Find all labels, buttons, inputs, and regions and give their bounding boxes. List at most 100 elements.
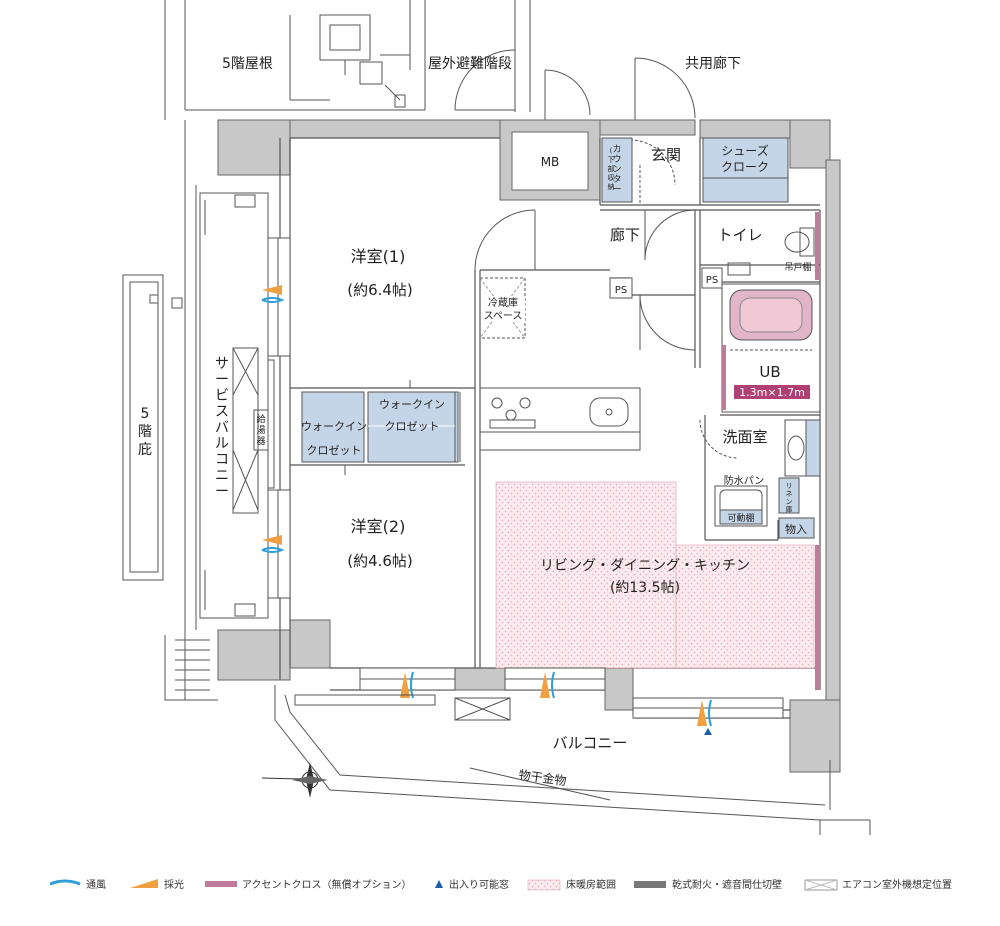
- counter-char-1: ウ: [612, 154, 621, 165]
- service-balcony-char-7: ニ: [215, 468, 229, 484]
- wic-b-line2: クロゼット: [385, 420, 440, 433]
- outside-top: [164, 0, 696, 120]
- wic-a-line2: クロゼット: [307, 444, 362, 457]
- service-balcony-char-1: ー: [215, 372, 229, 388]
- legend-accent-label: アクセントクロス（無償オプション）: [242, 878, 412, 891]
- storage-label: 物入: [785, 522, 807, 536]
- legend-daylight-icon: [130, 879, 158, 888]
- daylight-wedge-icon: [540, 672, 550, 698]
- balcony-label: バルコニー: [553, 734, 628, 752]
- bottom-windows: [359, 667, 784, 719]
- service-balcony-char-8: ー: [215, 484, 229, 500]
- unit-bath: [721, 283, 821, 413]
- counter-note-char-0: (: [610, 147, 613, 155]
- counter-note-char-1: 下: [608, 156, 615, 164]
- legend-doorway-window-icon: [435, 880, 443, 888]
- linen-char-3: 庫: [786, 505, 793, 514]
- shoes-cloak-line2: クローク: [721, 160, 769, 174]
- fridge-line2: スペース: [484, 311, 523, 322]
- door-swings: [344, 139, 739, 475]
- counter-note-char-4: 納: [608, 182, 615, 191]
- linen-char-2: ン: [786, 498, 793, 506]
- left-windows: [267, 237, 291, 599]
- drying-hardware-label: 物干金物: [518, 767, 568, 789]
- daylight-ventilation-markers: [261, 285, 712, 735]
- water-heater-char-0: 給: [256, 413, 265, 425]
- eave-5f-char-0: 5: [141, 406, 150, 422]
- counter-char-0: カ: [612, 144, 621, 155]
- western-room-2-size: (約4.6帖): [347, 552, 413, 570]
- ldk-size: (約13.5帖): [610, 580, 680, 596]
- legend-accent-icon: [205, 881, 237, 887]
- counter: [601, 137, 633, 203]
- service-balcony-char-0: サ: [215, 356, 229, 372]
- eave-5f: [122, 274, 164, 581]
- water-heater-char-2: 器: [256, 436, 265, 447]
- north-arrow-icon: [261, 762, 328, 798]
- daylight-wedge-icon: [400, 672, 410, 698]
- counter-char-3: タ: [612, 174, 621, 185]
- ldk-name: リビング・ダイニング・キッチン: [540, 558, 750, 574]
- shoes-cloak: [702, 137, 789, 203]
- water-heater-char-1: 湯: [256, 425, 265, 436]
- legend-floor-heating-icon: [527, 879, 561, 891]
- eave-5f-char-2: 庇: [138, 442, 152, 458]
- ps-bath-label: PS: [706, 275, 718, 286]
- fridge-space: [479, 277, 526, 339]
- western-room-1-name: 洋室(1): [351, 247, 406, 266]
- balcony-outline: [274, 685, 871, 835]
- counter-char-4: ー: [612, 185, 621, 195]
- western-room-2-name: 洋室(2): [351, 517, 406, 536]
- movable-shelf-label: 可動棚: [727, 512, 754, 524]
- legend-floor-heating-label: 床暖房範囲: [566, 878, 616, 891]
- wic-a-line1: ウォークイン: [301, 420, 367, 433]
- walk-in-closets: [301, 391, 461, 463]
- ps-box-kitchen: [609, 277, 633, 299]
- counter-note-char-2: 部: [608, 164, 615, 173]
- service-balcony-char-2: ビ: [215, 388, 229, 404]
- entrance-label: 玄関: [651, 146, 681, 164]
- counter-note-char-3: 収: [608, 174, 615, 182]
- legend-ventilation-label: 通風: [86, 879, 106, 891]
- ps-kitchen-label: PS: [615, 285, 627, 296]
- roof-5f-label: 5階屋根: [222, 56, 273, 72]
- western-room-1-size: (約6.4帖): [347, 281, 413, 299]
- linen-char-0: リ: [786, 482, 793, 490]
- washroom-label: 洗面室: [722, 428, 767, 446]
- hanging-shelf-label: 吊戸棚: [784, 261, 811, 273]
- floor-heating-area-right: [675, 544, 815, 669]
- fridge-line1: 冷蔵庫: [488, 296, 518, 309]
- wic-b-line1: ウォークイン: [379, 398, 445, 411]
- daylight-wedge-icon: [697, 700, 707, 726]
- legend-daylight-label: 採光: [164, 878, 184, 891]
- toilet-label: トイレ: [717, 226, 762, 244]
- ventilation-wave-icon: [708, 699, 712, 727]
- evacuation-stairs-label: 屋外避難階段: [428, 56, 512, 72]
- legend-ac-unit-label: エアコン室外機想定位置: [842, 878, 952, 891]
- kitchen-counter: [479, 387, 641, 451]
- ventilation-wave-icon: [261, 547, 285, 553]
- service-balcony: [164, 120, 269, 701]
- ps-box-bath: [701, 267, 723, 289]
- service-balcony-char-4: バ: [215, 420, 229, 436]
- common-corridor-label: 共用廊下: [685, 55, 741, 72]
- legend-dry-wall-icon: [634, 881, 666, 888]
- toilet-fixture: [727, 227, 815, 276]
- legend-doorway-window-label: 出入り可能窓: [449, 878, 509, 891]
- service-balcony-char-6: コ: [215, 452, 229, 468]
- legend-dry-wall-label: 乾式耐火・遮音間仕切壁: [672, 878, 782, 891]
- ub-size-label: 1.3m×1.7m: [739, 386, 805, 399]
- counter-char-2: ン: [612, 165, 621, 175]
- daylight-wedge-icon: [262, 285, 282, 295]
- accent-cloth-walls: [722, 212, 819, 690]
- mb-label: MB: [541, 155, 560, 169]
- floor-heating-area-main: [495, 481, 677, 669]
- eave-5f-char-1: 階: [138, 424, 152, 440]
- shoes-cloak-line1: シューズ: [721, 143, 768, 158]
- ventilation-wave-icon: [410, 671, 414, 699]
- structural-walls: [217, 119, 841, 773]
- washroom-fixtures: [714, 419, 821, 539]
- service-balcony-char-3: ス: [215, 404, 229, 420]
- waterproof-pan-label: 防水パン: [724, 474, 765, 487]
